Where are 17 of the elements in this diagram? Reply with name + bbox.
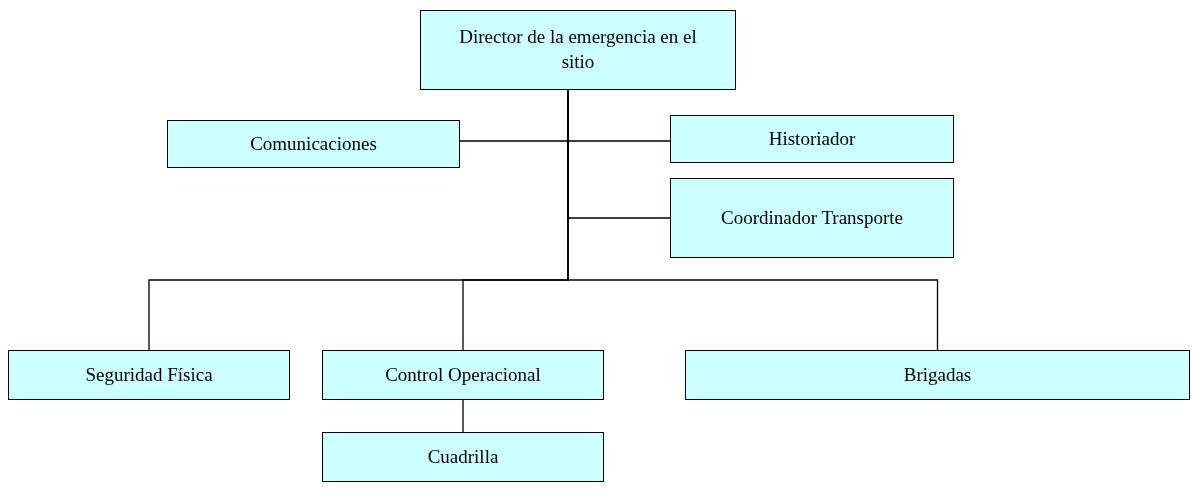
role-label: Director de la emergencia en el sitio bbox=[458, 25, 698, 74]
org-box bbox=[685, 350, 1190, 400]
org-box bbox=[8, 350, 290, 400]
role-label: Cuadrilla bbox=[426, 444, 500, 469]
role-label: Control Operacional bbox=[384, 362, 542, 387]
role-label: Comunicaciones bbox=[249, 131, 378, 156]
org-box bbox=[670, 115, 954, 163]
org-box bbox=[167, 120, 460, 168]
org-box bbox=[670, 178, 954, 258]
org-box bbox=[322, 432, 604, 482]
role-label: Historiador bbox=[767, 126, 857, 151]
role-label: Seguridad Física bbox=[84, 362, 214, 387]
connector-line bbox=[462, 399, 464, 433]
role-label: Coordinador Transporte bbox=[719, 205, 905, 230]
org-box bbox=[420, 10, 736, 90]
org-box bbox=[322, 350, 604, 400]
role-label: Brigadas bbox=[902, 362, 973, 387]
